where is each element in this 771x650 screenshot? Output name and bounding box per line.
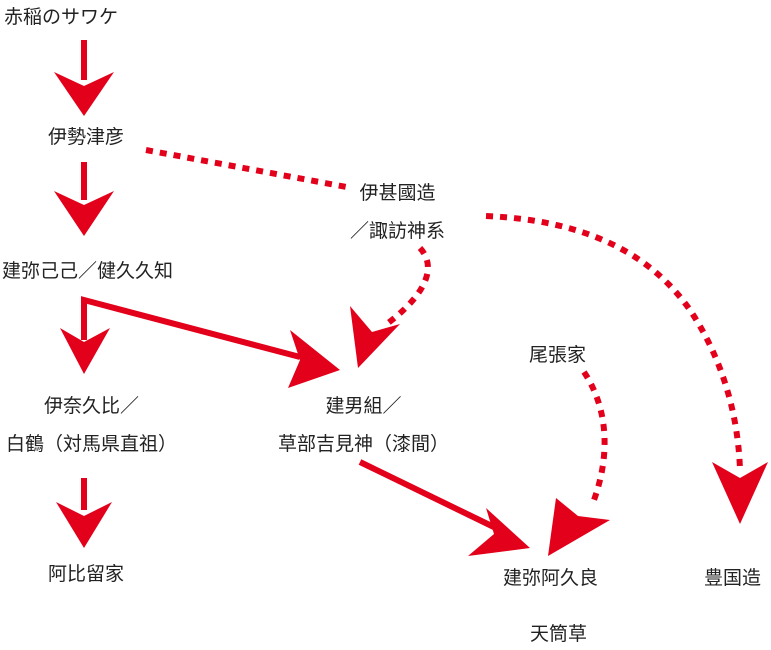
node-takeo-kumi-line2: 草部吉見神（漆間） — [278, 433, 450, 455]
node-ijin-kokuzo: 伊甚國造 ／諏訪神系 — [350, 184, 445, 241]
node-takemiko: 建弥己己／健久久知 — [2, 260, 174, 282]
node-ijin-kokuzo-line2: ／諏訪神系 — [350, 220, 446, 242]
node-inaku-hi: 伊奈久比／ 白鶴（対馬県直祖） — [6, 397, 177, 454]
node-ama-tsutsukusa: 天筒草 — [530, 623, 588, 645]
edge-ijin-takeo-arrowhead — [350, 306, 400, 368]
node-toyo-kokuzo: 豊国造 — [704, 567, 762, 589]
node-ahiru-ke: 阿比留家 — [48, 563, 125, 585]
edge-inaku-ahiru-arrowhead — [56, 502, 112, 548]
node-ijin-kokuzo-line1: 伊甚國造 — [359, 182, 436, 204]
edge-takemiko-fork-line — [81, 296, 301, 360]
node-takeo-kumi-line1: 建男組／ — [325, 395, 402, 417]
edge-owari-akura-dotted — [581, 370, 608, 502]
edge-ijin-takeo-dotted — [382, 245, 431, 329]
edge-ijin-toyo-dotted — [485, 213, 743, 471]
edge-ise-takemiko-arrowhead — [54, 191, 114, 236]
node-inaku-hi-line1: 伊奈久比／ — [44, 395, 140, 417]
edge-takemiko-inaku-arrowhead — [60, 328, 110, 374]
node-akai-sawake: 赤稲のサワケ — [4, 6, 119, 28]
edge-takeo-akura-arrowhead — [468, 508, 530, 556]
node-inaku-hi-line2: 白鶴（対馬県直祖） — [6, 433, 178, 455]
edge-takeo-akura-shaft — [358, 459, 502, 533]
edge-akai-ise-arrowhead — [54, 72, 114, 116]
edge-owari-akura-arrowhead — [548, 498, 610, 556]
node-takemi-akura: 建弥阿久良 — [503, 567, 599, 589]
node-ise-tsuhiko: 伊勢津彦 — [48, 126, 125, 148]
edge-ise-ijin-dotted — [145, 147, 353, 191]
edge-ijin-toyo-arrowhead — [712, 462, 768, 524]
node-takeo-kumi: 建男組／ 草部吉見神（漆間） — [278, 397, 449, 454]
edge-takemiko-takeo-arrowhead — [288, 330, 340, 388]
node-owari-ke: 尾張家 — [529, 344, 587, 366]
